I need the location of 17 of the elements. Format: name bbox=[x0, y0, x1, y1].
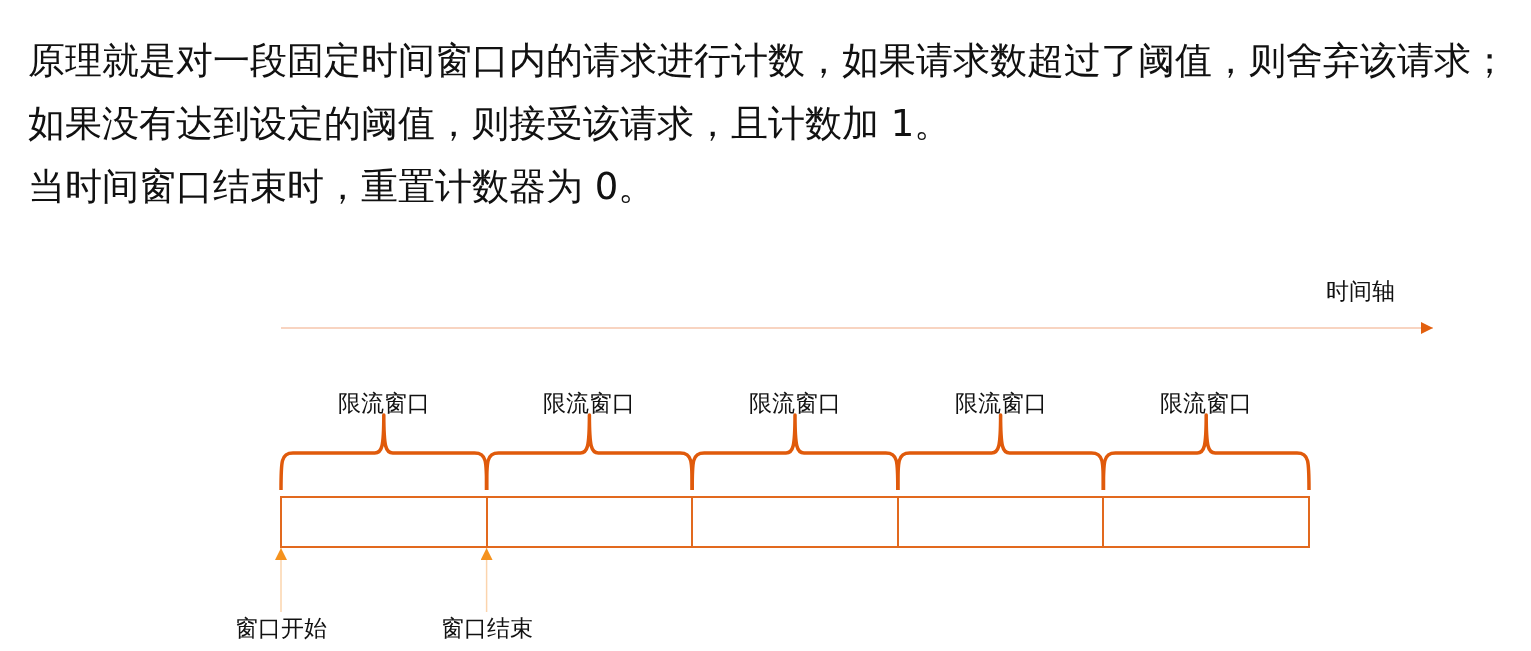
window-box bbox=[485, 496, 694, 548]
description-paragraph: 当时间窗口结束时，重置计数器为 0。 bbox=[28, 163, 657, 210]
window-box bbox=[691, 496, 899, 548]
bracket-label: 限流窗口 bbox=[954, 389, 1047, 417]
marker-label: 窗口开始 bbox=[235, 614, 327, 642]
bracket-label: 限流窗口 bbox=[337, 389, 430, 417]
bracket-label: 限流窗口 bbox=[1160, 389, 1253, 417]
bracket-label: 限流窗口 bbox=[543, 389, 636, 417]
arrow bbox=[275, 547, 287, 613]
window-box bbox=[896, 496, 1105, 548]
arrow bbox=[480, 547, 493, 613]
description-paragraph: 原理就是对一段固定时间窗口内的请求进行计数，如果请求数超过了阈值，则舍弃该请求；如果没有达到设定的阈值，则接受该请求，且计数加 1。 bbox=[28, 37, 1509, 147]
bracket-label: 限流窗口 bbox=[749, 389, 841, 417]
axis-label: 时间轴 bbox=[1325, 277, 1395, 305]
window-box bbox=[1102, 496, 1310, 548]
marker-label: 窗口结束 bbox=[441, 614, 533, 642]
window-box bbox=[280, 496, 488, 548]
